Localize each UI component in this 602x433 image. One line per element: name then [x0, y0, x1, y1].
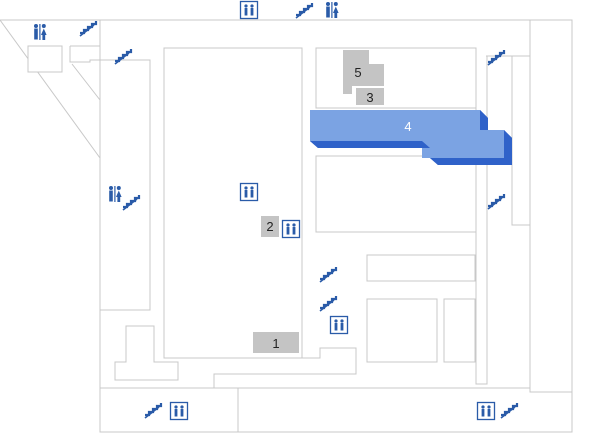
stairs-icon[interactable]	[78, 19, 98, 38]
central-hall	[163, 47, 303, 359]
left-wing	[100, 59, 530, 389]
room-3[interactable]: 3	[356, 88, 384, 105]
restroom-icon[interactable]	[109, 186, 122, 202]
room-1-label: 1	[272, 336, 279, 351]
room-1[interactable]: 1	[253, 332, 299, 353]
restroom-icon[interactable]	[34, 24, 47, 40]
elevator-icon[interactable]	[329, 315, 349, 335]
room-4[interactable]: 4	[310, 110, 512, 165]
room-5[interactable]: 5	[343, 50, 384, 94]
elevator-icon[interactable]	[239, 0, 259, 20]
room-2-label: 2	[266, 219, 273, 234]
restroom-icon[interactable]	[326, 2, 339, 18]
right-wing	[315, 47, 530, 385]
room-2[interactable]: 2	[261, 216, 279, 237]
elevator-icon[interactable]	[281, 219, 301, 239]
room-3-label: 3	[366, 90, 373, 105]
elevator-icon[interactable]	[239, 182, 259, 202]
elevator-icon[interactable]	[169, 401, 189, 421]
elevator-icon[interactable]	[476, 401, 496, 421]
room-4-label: 4	[404, 119, 411, 134]
room-5-label: 5	[354, 65, 361, 80]
stairs-icon[interactable]	[294, 1, 314, 20]
